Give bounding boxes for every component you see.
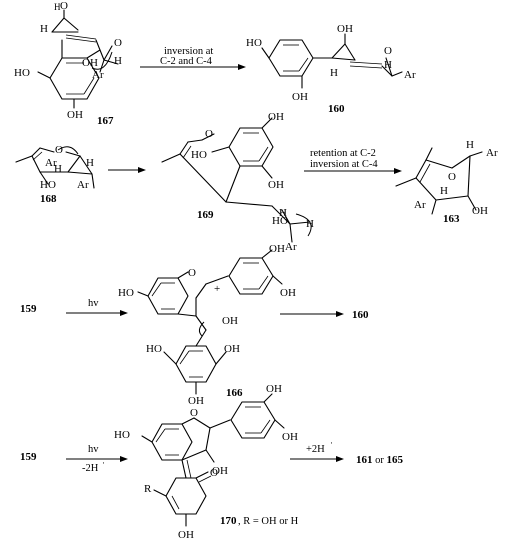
arrow7-plus2h: +2H <box>306 444 325 455</box>
o-170: O <box>190 407 198 419</box>
compound-163: 163 <box>443 213 460 225</box>
ho-166: HO <box>118 287 134 299</box>
compound-160b: 160 <box>352 309 369 321</box>
arrow-2 <box>108 167 146 173</box>
r-170: R <box>144 483 152 495</box>
o-169: O <box>205 128 213 140</box>
compound-159b: 159 <box>20 451 37 463</box>
compound-161: 161 <box>356 454 373 466</box>
h-163b: H <box>440 185 448 197</box>
compound-169: 169 <box>197 209 214 221</box>
structure-168 <box>15 146 95 189</box>
compound-168: 168 <box>40 193 57 205</box>
oh-166c: OH <box>222 315 238 327</box>
o-168: O <box>55 144 63 156</box>
oh-bottom-160: OH <box>292 91 308 103</box>
structure-167 <box>37 9 119 109</box>
arrow-5 <box>280 311 344 317</box>
oh-170c: OH <box>212 465 228 477</box>
arrow-4 <box>66 310 128 316</box>
ar-169: Ar <box>285 241 297 253</box>
compound-170: 170 <box>220 515 237 527</box>
oh-166d: OH <box>224 343 240 355</box>
h-169b: H <box>279 207 287 219</box>
compound-160a: 160 <box>328 103 345 115</box>
ar-163: Ar <box>486 147 498 159</box>
oh-167: OH <box>82 57 98 69</box>
ho-168: HO <box>40 179 56 191</box>
h-label: H <box>54 2 61 12</box>
arrow-7 <box>290 456 344 462</box>
arrow1-cond-line1: inversion at <box>164 46 213 57</box>
oh-166e: OH <box>188 395 204 407</box>
oh-169a: OH <box>268 111 284 123</box>
oh-169b: OH <box>268 179 284 191</box>
h-167a: H <box>40 23 48 35</box>
plus-166: + <box>214 283 220 295</box>
structure-166 <box>137 249 283 395</box>
arrow-3 <box>304 168 402 174</box>
h-168b: H <box>86 157 94 169</box>
compound-170-note: , R = OH or H <box>238 516 299 527</box>
oh-160: OH <box>337 23 353 35</box>
h-167b: H <box>114 55 122 67</box>
ar-168: Ar <box>45 157 57 169</box>
o-epox-160: O <box>384 45 392 57</box>
arrow4-hv: hv <box>88 298 99 309</box>
oh-170d: OH <box>178 529 194 541</box>
ho-170: HO <box>114 429 130 441</box>
product-or: or <box>373 455 387 466</box>
ho-166b: HO <box>146 343 162 355</box>
arrow6-radical-dot: · <box>102 458 105 468</box>
structure-169 <box>161 117 312 243</box>
oh-top-167: O <box>60 0 68 12</box>
ar-163b: Ar <box>414 199 426 211</box>
ar-160: Ar <box>404 69 416 81</box>
arrow6-minus2h: -2H <box>82 463 99 474</box>
h-169a: H <box>306 218 314 230</box>
ar-167: Ar <box>92 69 104 81</box>
structure-163 <box>395 147 483 215</box>
ar-168b: Ar <box>77 179 89 191</box>
arrow2-cond-line1: retention at C-2 <box>310 148 376 159</box>
ho-167: HO <box>14 67 30 79</box>
o-epox-167: O <box>114 37 122 49</box>
oh-170b: OH <box>282 431 298 443</box>
structure-170 <box>141 393 285 527</box>
arrow-6 <box>66 456 128 462</box>
oh-170a: OH <box>266 383 282 395</box>
compound-167: 167 <box>97 115 114 127</box>
compound-166: 166 <box>226 387 243 399</box>
arrow2-cond-line2: inversion at C-4 <box>310 159 378 170</box>
arrow7-radical-dot: · <box>330 438 333 448</box>
ho-169: HO <box>191 149 207 161</box>
o-166: O <box>188 267 196 279</box>
structure-160 <box>261 33 403 89</box>
arrow6-hv: hv <box>88 444 99 455</box>
product-161-or-165: 161 or 165 <box>356 454 404 466</box>
arrow1-cond-line2: C-2 and C-4 <box>160 56 213 67</box>
oh-163: OH <box>472 205 488 217</box>
oh-166b: OH <box>280 287 296 299</box>
arrow-1 <box>140 64 246 70</box>
oh-bottom-167: OH <box>67 109 83 121</box>
ho-169b: HO <box>272 215 288 227</box>
oh-166a: OH <box>269 243 285 255</box>
o-170b: O <box>210 467 218 479</box>
h-168a: H <box>54 163 62 175</box>
h-160a: H <box>330 67 338 79</box>
o-163: O <box>448 171 456 183</box>
h-160b: H <box>384 59 392 71</box>
ho-160: HO <box>246 37 262 49</box>
h-163a: H <box>466 139 474 151</box>
compound-165: 165 <box>387 454 404 466</box>
compound-159a: 159 <box>20 303 37 315</box>
